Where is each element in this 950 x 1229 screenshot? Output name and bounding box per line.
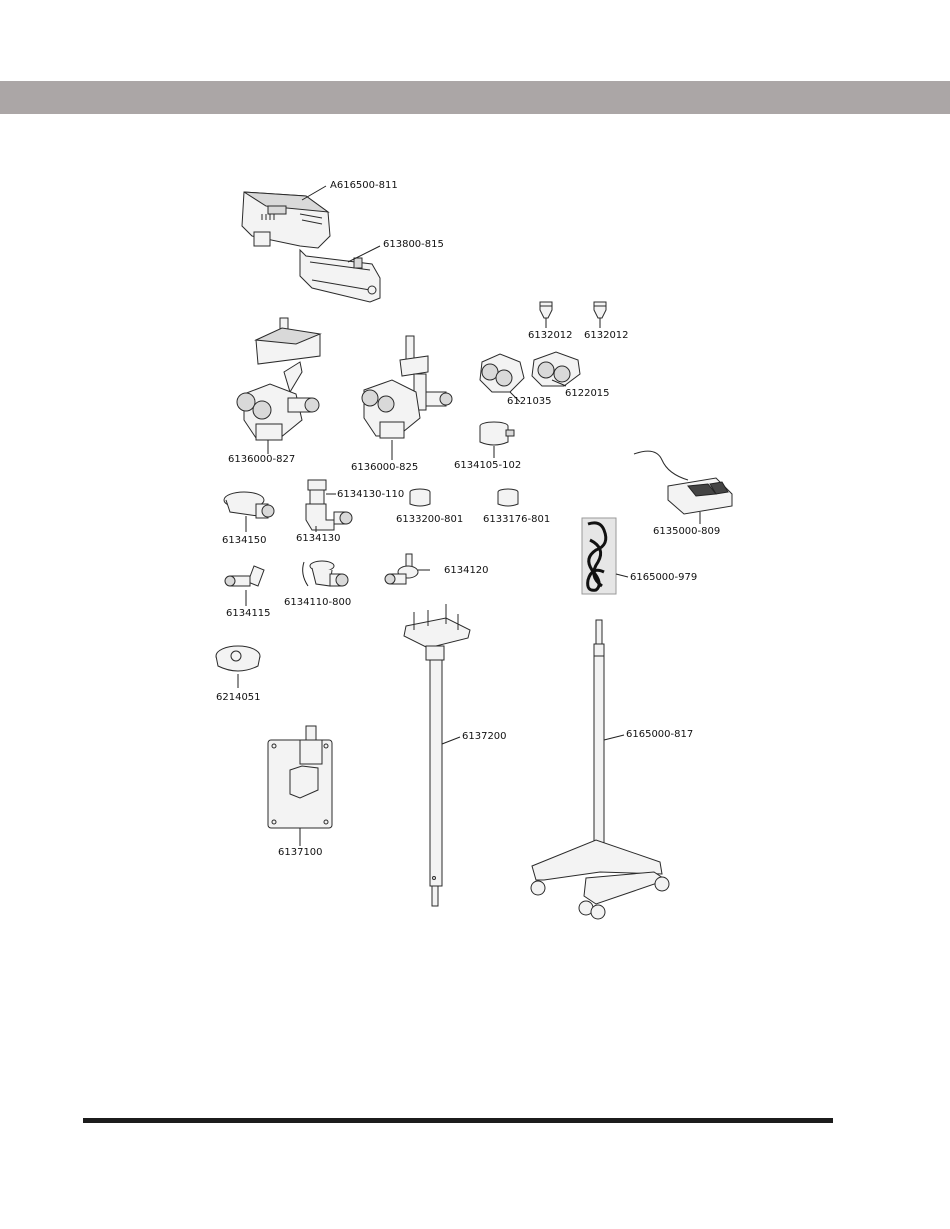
part-label-6133200-801: 6133200-801 bbox=[396, 514, 463, 526]
part-613800-815-drawing bbox=[300, 246, 380, 302]
part-label-6122015: 6122015 bbox=[565, 388, 610, 400]
part-6165000-979-drawing bbox=[582, 518, 628, 594]
part-label-6165000-817: 6165000-817 bbox=[626, 729, 693, 741]
part-6134150-drawing bbox=[224, 492, 274, 532]
part-label-6132012-a: 6132012 bbox=[528, 330, 573, 342]
part-label-6134115: 6134115 bbox=[226, 608, 271, 620]
part-6165000-817-drawing bbox=[531, 620, 669, 919]
part-label-613800-815: 613800-815 bbox=[383, 239, 444, 251]
part-label-6121035: 6121035 bbox=[507, 396, 552, 408]
part-label-6137200: 6137200 bbox=[462, 731, 507, 743]
part-6136000-827-drawing bbox=[237, 318, 320, 454]
part-label-a616500-811: A616500-811 bbox=[330, 180, 398, 192]
part-6137100-drawing bbox=[268, 726, 332, 846]
part-6133200-801-drawing bbox=[410, 489, 430, 506]
part-6134105-102-drawing bbox=[480, 422, 514, 458]
part-label-6132012-b: 6132012 bbox=[584, 330, 629, 342]
part-6121035-drawing bbox=[480, 354, 524, 402]
footer-rule bbox=[83, 1118, 833, 1123]
part-6122015-drawing bbox=[532, 352, 580, 386]
part-label-6136000-827: 6136000-827 bbox=[228, 454, 295, 466]
part-label-6135000-809: 6135000-809 bbox=[653, 526, 720, 538]
part-6134110-800-drawing bbox=[303, 561, 348, 586]
part-6214051-drawing bbox=[216, 646, 260, 688]
part-6137200-drawing bbox=[404, 604, 470, 906]
part-a616500-811-drawing bbox=[242, 186, 330, 248]
part-label-6214051: 6214051 bbox=[216, 692, 261, 704]
part-label-6136000-825: 6136000-825 bbox=[351, 462, 418, 474]
part-6136000-825-drawing bbox=[362, 336, 452, 460]
part-6134120-drawing bbox=[385, 554, 430, 584]
part-label-6165000-979: 6165000-979 bbox=[630, 572, 697, 584]
part-label-6134130-110: 6134130-110 bbox=[337, 489, 404, 501]
part-6134115-drawing bbox=[225, 566, 264, 606]
part-6132012-b-drawing bbox=[594, 302, 606, 328]
part-6135000-809-drawing bbox=[634, 451, 732, 524]
part-6134130-drawing bbox=[306, 504, 352, 532]
part-label-6137100: 6137100 bbox=[278, 847, 323, 859]
part-label-6134150: 6134150 bbox=[222, 535, 267, 547]
part-label-6134105-102: 6134105-102 bbox=[454, 460, 521, 472]
part-label-6133176-801: 6133176-801 bbox=[483, 514, 550, 526]
part-label-6134110-800: 6134110-800 bbox=[284, 597, 351, 609]
part-6134130-110-drawing bbox=[308, 480, 336, 506]
part-6132012-a-drawing bbox=[540, 302, 552, 328]
part-label-6134120: 6134120 bbox=[444, 565, 489, 577]
part-6133176-801-drawing bbox=[498, 489, 518, 506]
part-label-6134130: 6134130 bbox=[296, 533, 341, 545]
